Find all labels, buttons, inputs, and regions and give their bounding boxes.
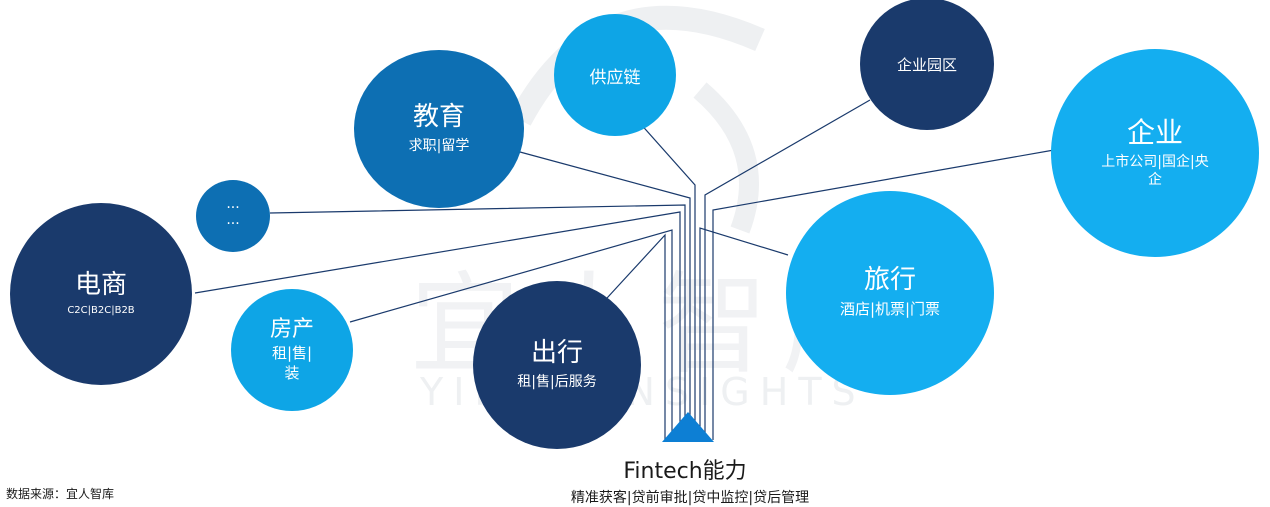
node-travel-out: 出行 租|售|后服务 [473,281,641,449]
fintech-title: Fintech能力 [623,459,747,484]
node-supply-chain-title: 供应链 [589,67,641,88]
node-trip-title: 旅行 [863,265,916,296]
node-park-title: 企业园区 [896,55,957,74]
node-realestate-title: 房产 [269,316,314,342]
node-realestate: 房产 租|售| 装 [231,289,353,411]
node-supply-chain: 供应链 [554,14,676,136]
node-enterprise-sub1: 上市公司|国企|央 [1101,153,1209,170]
line-education [519,151,691,440]
node-education: 教育 求职|留学 [354,50,524,208]
line-supply-chain [629,111,696,440]
node-enterprise-sub2: 企 [1148,172,1162,189]
node-travel-out-title: 出行 [530,337,583,368]
line-realestate [349,229,673,440]
node-trip: 旅行 酒店|机票|门票 [786,191,994,395]
node-travel-out-sub: 租|售|后服务 [517,373,597,390]
node-enterprise-title: 企业 [1126,115,1183,149]
node-park: 企业园区 [860,0,994,130]
line-ecommerce [194,211,681,440]
node-education-title: 教育 [412,101,465,132]
node-enterprise: 企业 上市公司|国企|央 企 [1051,49,1259,257]
fintech-triangle [662,412,714,442]
node-ecommerce-sub: C2C|B2C|B2B [67,305,135,317]
node-ecommerce-title: 电商 [74,269,127,300]
line-ellipsis [269,204,686,440]
node-trip-sub: 酒店|机票|门票 [839,300,941,319]
node-education-sub: 求职|留学 [408,137,470,154]
node-ellipsis-line1: ··· [226,200,240,216]
node-ellipsis: ··· ··· [196,180,270,252]
fintech-subtitle: 精准获客|贷前审批|贷中监控|贷后管理 [570,490,810,506]
line-park [704,99,871,440]
line-trip [699,227,789,440]
node-ecommerce: 电商 C2C|B2C|B2B [10,203,192,385]
watermark-arc-2 [693,82,759,234]
node-ellipsis-line2: ··· [226,216,240,232]
line-travel-out [595,233,666,440]
data-source: 数据来源：宜人智库 [6,487,115,501]
node-realestate-sub2: 装 [284,363,300,382]
node-realestate-sub1: 租|售| [271,344,313,363]
line-enterprise [712,149,1055,440]
